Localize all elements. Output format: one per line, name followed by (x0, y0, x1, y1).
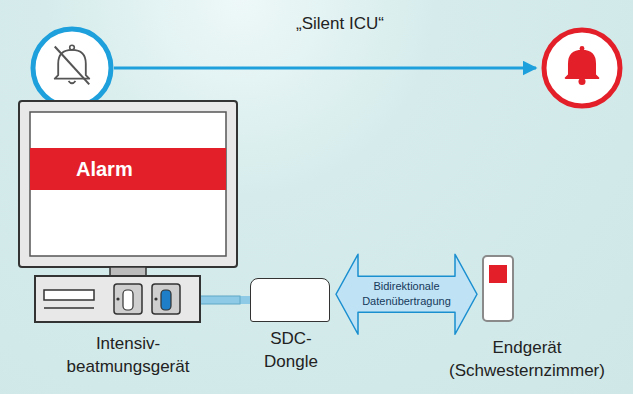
monitor-frame (19, 101, 237, 267)
data-transfer-arrow (336, 254, 477, 334)
cable (200, 296, 240, 304)
port (114, 284, 142, 314)
port-dot (154, 297, 157, 300)
ventilator-illustration (18, 100, 238, 322)
device-label: SDC- Dongle (251, 327, 331, 373)
alarm-circle (544, 30, 620, 106)
caption-label: „Silent ICU“ (240, 14, 440, 34)
connector-plug (123, 290, 133, 310)
slot (44, 290, 94, 300)
alarm-text: Alarm (76, 158, 133, 181)
monitor-screen (30, 112, 226, 256)
edge-label: Bidirektionale Datenübertragung (346, 279, 467, 309)
end-device: Endgerät (Schwesternzimmer) (482, 255, 514, 322)
monitor-stand (110, 267, 146, 276)
device-label: Endgerät (Schwesternzimmer) (442, 336, 612, 382)
port-dot (116, 297, 119, 300)
alarm-banner: Alarm (30, 148, 226, 190)
sdc-dongle: SDC- Dongle (250, 278, 330, 322)
alarm-bell-icon (566, 46, 599, 85)
ventilator-unit: AlarmIntensiv- beatmungsgerät (18, 100, 238, 322)
muted-bell-icon (55, 45, 90, 84)
silent-circle (33, 29, 111, 107)
screen-alert (489, 265, 507, 283)
port (152, 284, 180, 314)
transition-arrow (114, 67, 536, 70)
device-label: Intensiv- beatmungsgerät (53, 332, 203, 378)
connector-plug (161, 290, 171, 310)
slot-line (44, 307, 94, 309)
ventilator-base (35, 276, 200, 322)
